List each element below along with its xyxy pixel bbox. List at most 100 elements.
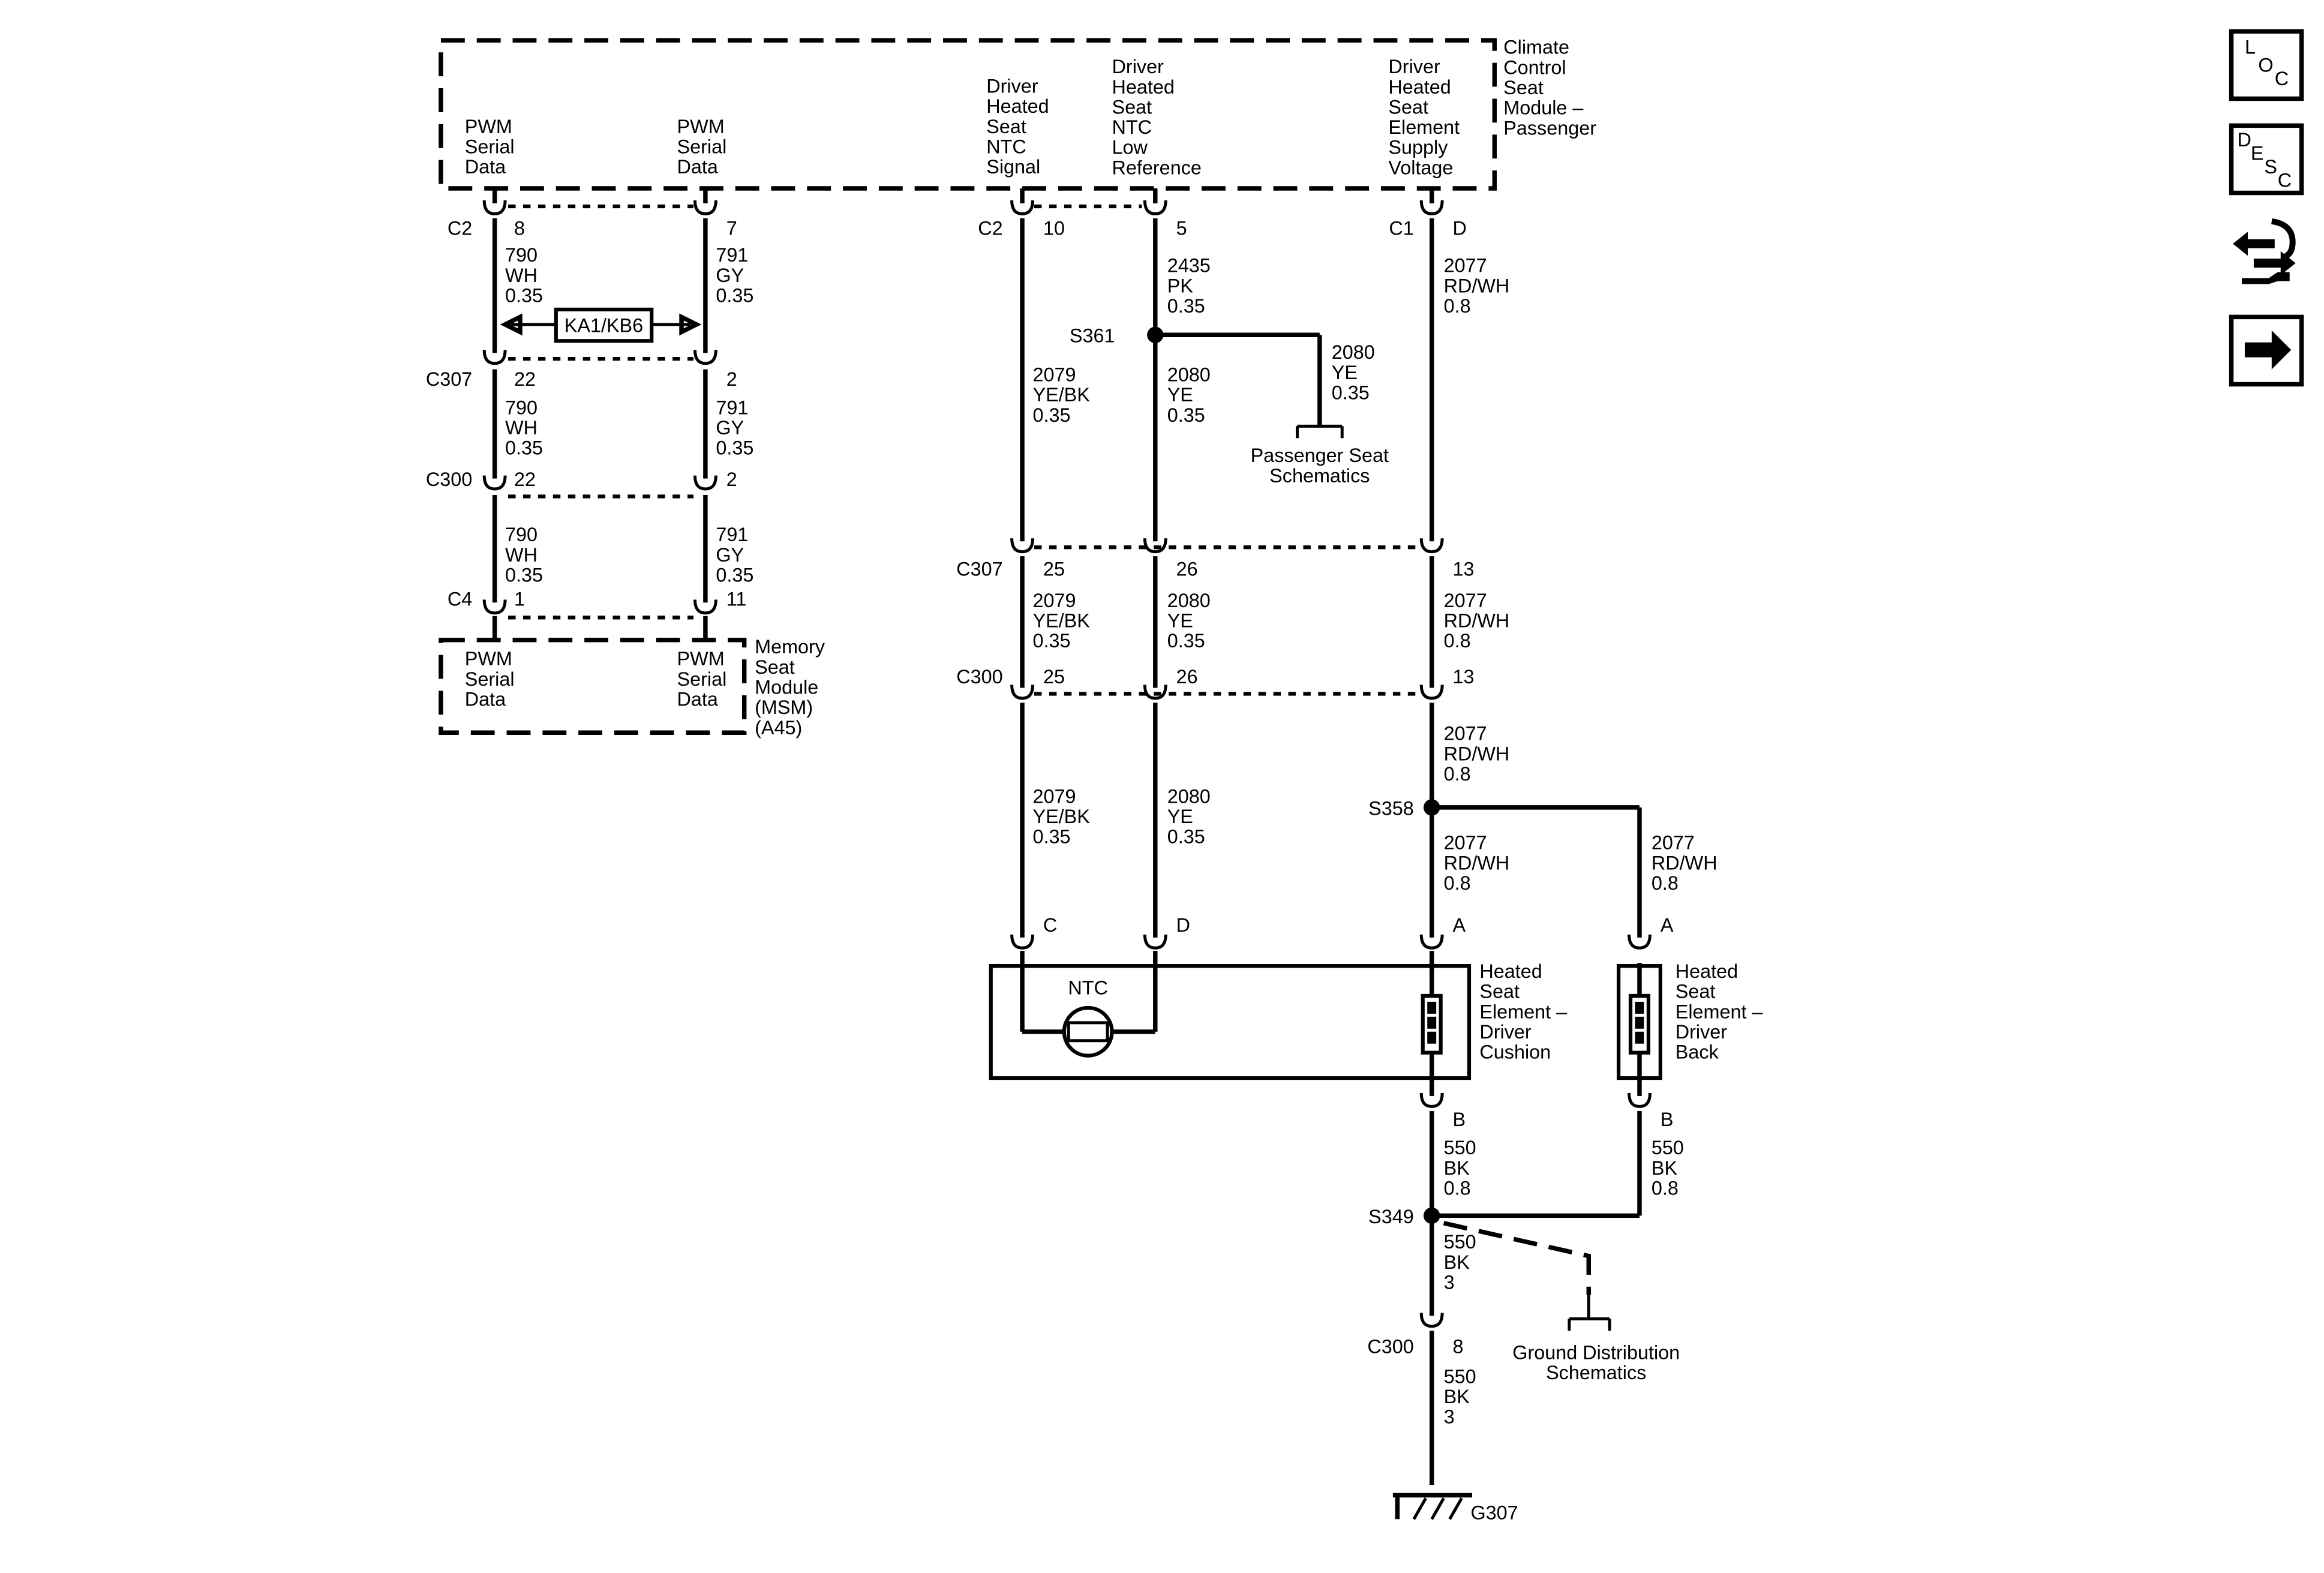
desc-icon-frame	[2229, 123, 2304, 196]
pin-number: 2	[726, 368, 737, 390]
connector-c2: C2	[448, 217, 472, 239]
loc-letter: O	[2258, 55, 2273, 76]
wire-label-line: RD/WH	[1652, 852, 1718, 873]
wire-label-line: 550	[1444, 1137, 1476, 1158]
wire-label-line: RD/WH	[1444, 610, 1510, 632]
option-label: KA1/KB6	[565, 314, 643, 336]
memory-seat-module-box	[439, 638, 747, 736]
heater-coil	[1427, 1001, 1437, 1014]
loc-icon-frame	[2229, 29, 2304, 101]
splice-s358: S358	[1368, 797, 1414, 819]
wire-label-line: 0.35	[716, 437, 753, 459]
msm-module-name-line: Memory	[755, 636, 825, 658]
connector-terminal	[1010, 538, 1034, 554]
wire-segment	[1412, 1497, 1427, 1520]
passenger-seat-ref-line: Schematics	[1269, 465, 1370, 487]
pin-label-element-supply-line: Driver	[1388, 56, 1440, 77]
next-arrow-icon[interactable]	[2229, 314, 2304, 387]
connector-terminal	[693, 599, 717, 615]
arrow-head	[679, 313, 702, 336]
connector-c2-right: C2	[978, 217, 1002, 239]
wire-label-line: 2080	[1167, 590, 1211, 611]
wire-label-line: BK	[1444, 1157, 1470, 1179]
wire-label-line: YE	[1167, 610, 1193, 632]
ground-g307: G307	[1470, 1502, 1518, 1523]
loc-icon[interactable]: LOC	[2229, 29, 2304, 101]
ground-ref-dashed	[1443, 1221, 1592, 1295]
pin-label-msm-pwm-a-line: Serial	[465, 668, 515, 690]
pin-label-ntc-low-ref-line: Reference	[1112, 157, 1202, 178]
wire-label-line: 550	[1652, 1137, 1684, 1158]
wire-label-line: 550	[1444, 1365, 1476, 1387]
pin-label-ntc-low-ref-line: NTC	[1112, 116, 1152, 138]
connector-c4: C4	[448, 588, 472, 610]
wire-label-line: WH	[505, 417, 538, 439]
element-cushion-label-line: Cushion	[1479, 1041, 1551, 1063]
msm-module-name-line: Seat	[755, 656, 795, 678]
wire-label-line: 790	[505, 244, 538, 266]
connector-terminal	[1010, 685, 1034, 700]
wire-label-line: RD/WH	[1444, 852, 1510, 873]
connector-terminal	[1419, 934, 1444, 950]
wire-label-line: 2080	[1332, 341, 1375, 363]
wire-label-line: 2079	[1033, 785, 1076, 807]
pin-number: D	[1453, 217, 1467, 239]
wire-label-line: 790	[505, 524, 538, 545]
desc-letter: D	[2238, 129, 2251, 151]
pin-number: 8	[514, 217, 525, 239]
wire-label-line: 0.8	[1444, 295, 1471, 317]
splice-s361: S361	[1070, 325, 1115, 347]
wire-label-line: 2079	[1033, 364, 1076, 386]
wire-label-line: YE	[1332, 362, 1358, 383]
desc-letter: S	[2264, 156, 2277, 178]
arrow-head	[500, 313, 523, 336]
pin-label-ntc-signal-line: NTC	[986, 136, 1026, 157]
connector-terminal	[1010, 934, 1034, 950]
pin-label-msm-pwm-b-line: PWM	[677, 648, 725, 670]
connector-terminal	[693, 475, 717, 491]
wire-label-line: GY	[716, 417, 744, 439]
wire-label-line: 0.35	[505, 437, 543, 459]
heater-coil	[1427, 1016, 1437, 1029]
schematic-lines	[439, 38, 1662, 1520]
wire-label-line: 2080	[1167, 364, 1211, 386]
climate-module-name-line: Control	[1503, 56, 1566, 78]
wire-label-line: 2077	[1652, 832, 1695, 854]
connector-terminal	[482, 599, 507, 615]
msm-module-name-line: Module	[755, 676, 818, 698]
diagnostic-tool-icon[interactable]	[2233, 218, 2296, 284]
wire-label-line: 0.35	[1033, 630, 1071, 652]
ground-distribution-ref-line: Schematics	[1546, 1362, 1646, 1383]
heater-coil	[1635, 1016, 1644, 1029]
wire-label-line: 0.8	[1444, 763, 1471, 785]
wire-label-line: 0.35	[505, 565, 543, 586]
wire-label-line: 0.35	[1033, 826, 1071, 848]
ground-distribution-ref-line: Ground Distribution	[1512, 1342, 1680, 1364]
wire-label-line: 0.35	[1167, 630, 1205, 652]
pin-number: 1	[514, 588, 525, 610]
element-cushion-label-line: Element –	[1479, 1001, 1567, 1022]
element-back-label-line: Back	[1676, 1041, 1719, 1063]
wire-label-line: 0.35	[716, 565, 753, 586]
wire-label-line: 550	[1444, 1231, 1476, 1253]
wire-label-line: 0.35	[1167, 404, 1205, 426]
ntc-resistor	[1067, 1021, 1109, 1043]
connector-terminal	[1143, 538, 1167, 554]
